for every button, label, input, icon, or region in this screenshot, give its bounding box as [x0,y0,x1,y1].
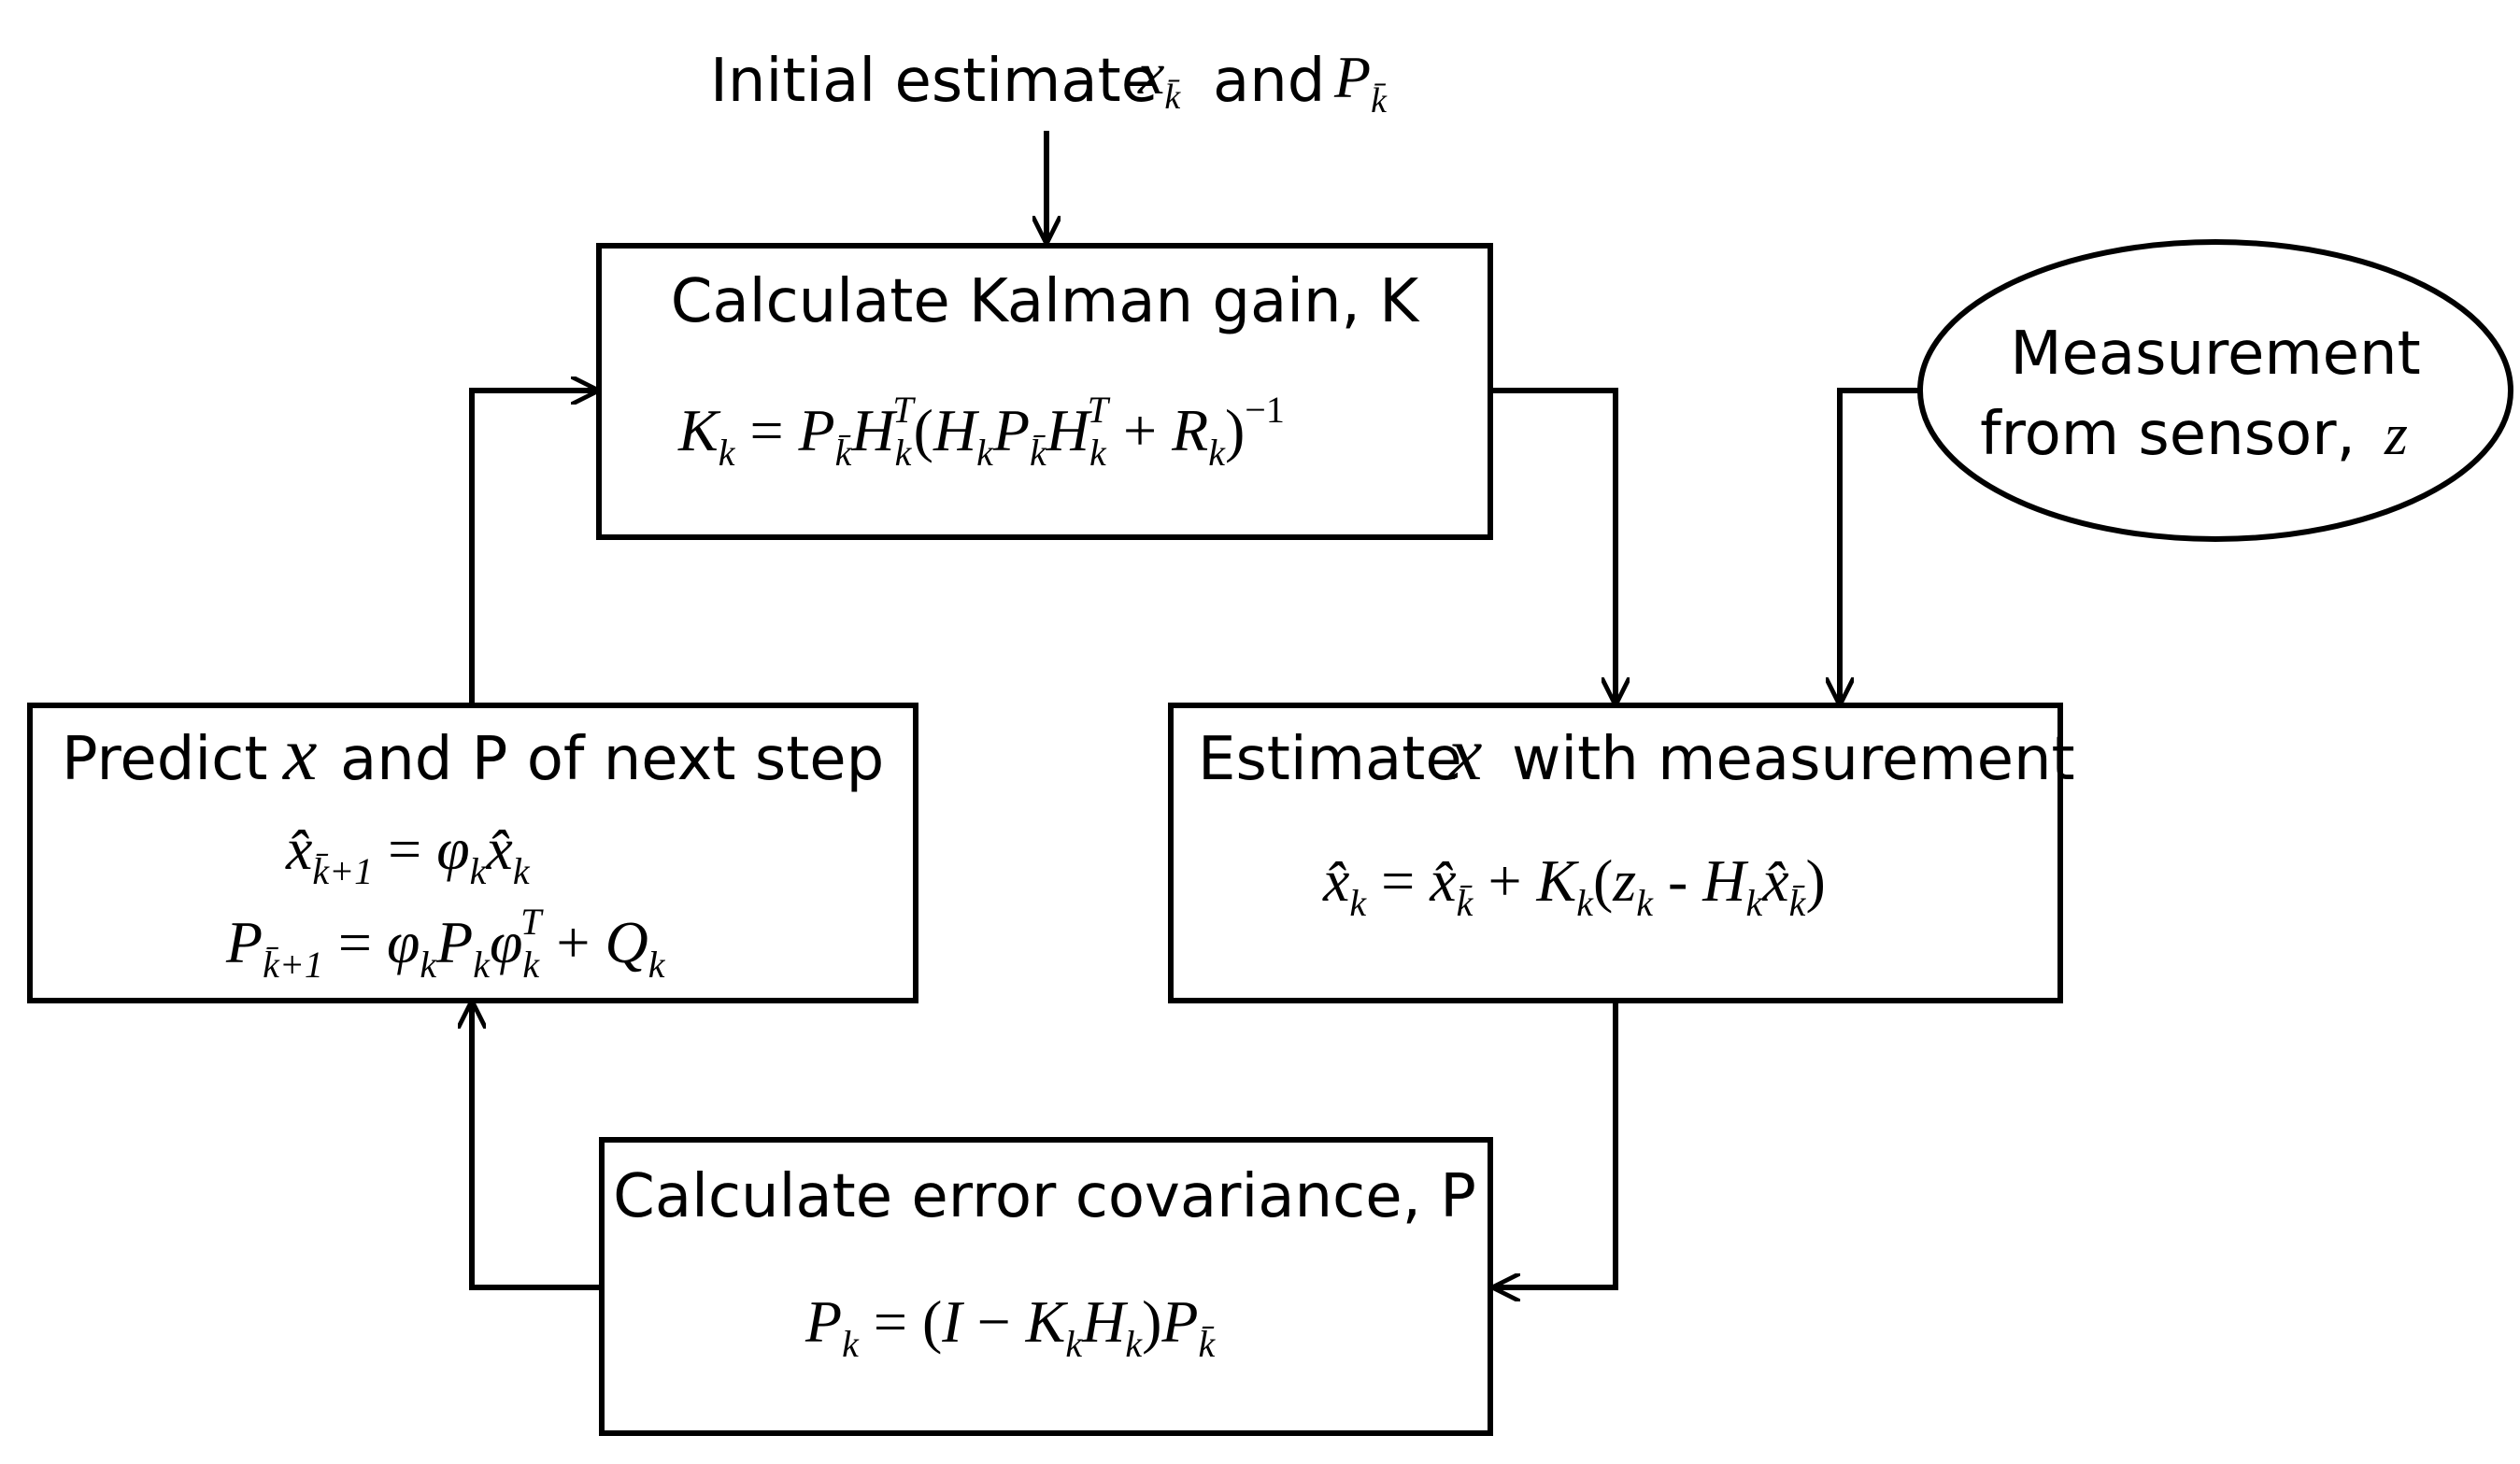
state-update-equation: x̂k = x̂k̄ + Kk(zk - Hkx̂k̄) [1322,847,1826,924]
predict-frame [27,703,918,1003]
measurement-node: Measurement from sensor, z [1917,239,2513,542]
arrow-measurement-to-estimate [1840,388,1920,703]
estimate-title-part2: with measurement [1512,725,2075,794]
estimate-box: Estimate x with measurement x̂k = x̂k̄ +… [1168,703,2075,1003]
kalman-gain-frame [596,243,1493,540]
measurement-ellipse [1917,239,2513,542]
cov-update-equation: Pk = (I − KkHk)Pk̄ [804,1288,1217,1365]
error-covariance-frame [599,1137,1493,1436]
arrow-gain-to-estimate [1490,388,1616,703]
measurement-line2: from sensor, [1980,400,2356,469]
initial-p-symbol: Pk̄ [1333,44,1388,121]
measurement-line1: Measurement [2010,320,2420,389]
arrow-estimate-to-covariance [1495,1003,1618,1287]
predict-x-symbol: x [282,711,317,796]
error-covariance-title: Calculate error covariance, P [613,1162,1476,1231]
initial-and-text: and [1213,47,1325,116]
kalman-gain-title: Calculate Kalman gain, K [671,267,1420,336]
predict-title-part2: and P of next step [340,725,884,794]
predict-title-part1: Predict [62,725,267,794]
estimate-x-symbol: x [1447,711,1482,796]
initial-x-symbol: xk̄ [1137,40,1181,117]
estimate-frame [1168,703,2063,1003]
cov-predict-equation: Pk̄+1 = φkPkφkT + Qk [225,901,666,986]
measurement-z-symbol: z [2384,401,2408,467]
initial-estimate-label: Initial estimate xk̄ and Pk̄ [710,40,1388,121]
estimate-title-part1: Estimate [1198,725,1462,794]
predict-box: Predict x and P of next step x̂k̄+1 = φk… [27,703,918,1003]
error-covariance-box: Calculate error covariance, P Pk = (I − … [599,1137,1493,1436]
kalman-gain-box: Calculate Kalman gain, K Kk = Pk̄HkT(HkP… [596,243,1493,540]
initial-estimate-text: Initial estimate [710,47,1158,116]
arrow-covariance-to-predict [472,1003,602,1290]
arrow-predict-to-gain [469,391,596,703]
